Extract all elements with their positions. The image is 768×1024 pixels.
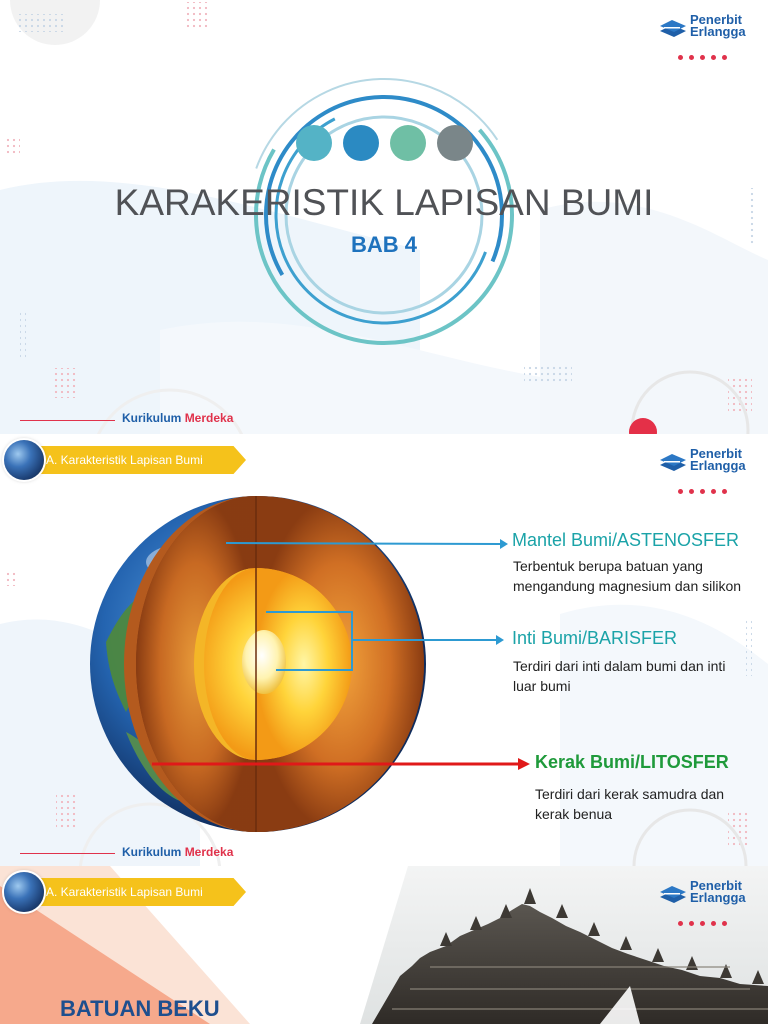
layer-desc-core: Terdiri dari inti dalam bumi dan inti lu… [513,658,726,694]
circle-gray [437,125,473,161]
slide-heading: BATUAN BEKU [60,996,220,1021]
publisher-dots [678,913,733,931]
slide-batuan-beku: A. Karakteristik Lapisan Bumi BATUAN BEK… [0,866,768,1024]
publisher-name-line1: Penerbit [690,12,743,27]
publisher-logo-icon [660,454,686,471]
footer-line [20,420,115,421]
publisher-logo-icon [660,20,686,37]
section-chip-label: A. Karakteristik Lapisan Bumi [46,453,203,467]
earth-badge-icon [4,440,44,480]
footer-line [20,853,115,854]
section-chip: A. Karakteristik Lapisan Bumi [38,446,246,474]
publisher-dots [678,47,733,65]
circle-green [390,125,426,161]
circle-teal [296,125,332,161]
publisher-logo: Penerbit Erlangga [658,879,746,931]
publisher-logo-icon [660,886,686,903]
publisher-dots [678,481,733,499]
layer-heading-crust: Kerak Bumi/LITOSFER [535,752,729,772]
chapter-label: BAB 4 [350,232,417,257]
circle-blue [343,125,379,161]
label-pointers [152,539,530,770]
slide-title-text: KARAKERISTIK LAPISAN BUMI [114,182,654,223]
background-decoration [0,866,768,1024]
footer-word-merdeka: Merdeka [184,845,234,859]
earth-badge-icon [4,872,44,912]
publisher-name-line1: Penerbit [690,878,743,893]
publisher-name-line2: Erlangga [690,890,746,905]
layer-desc-mantle: Terbentuk berupa batuan yang mengandung … [513,558,742,594]
footer-word-merdeka: Merdeka [184,411,234,425]
footer-brand: Kurikulum Merdeka [122,411,233,425]
publisher-logo: Penerbit Erlangga [658,447,746,499]
pointer-mantle [225,542,501,545]
publisher-name-line2: Erlangga [690,24,746,39]
layer-heading-mantle: Mantel Bumi/ASTENOSFER [512,530,740,550]
publisher-logo: Penerbit Erlangga [658,13,746,65]
layer-desc-crust: Terdiri dari kerak samudra dan kerak ben… [535,786,725,822]
pointer-core-bracket [266,611,353,671]
section-chip: A. Karakteristik Lapisan Bumi [38,878,246,906]
footer-brand: Kurikulum Merdeka [122,845,233,859]
background-decoration [0,0,768,434]
earth-cross-section-illustration [90,496,426,832]
concentric-rings-decoration [247,78,521,352]
slide-earth-layers: Mantel Bumi/ASTENOSFER Terbentuk berupa … [0,434,768,866]
slide-title: KARAKERISTIK LAPISAN BUMI BAB 4 Penerbit… [0,0,768,434]
temple-silhouette [372,904,768,1024]
publisher-name-line2: Erlangga [690,458,746,473]
footer-word-kurikulum: Kurikulum [122,411,182,425]
footer-word-kurikulum: Kurikulum [122,845,182,859]
layer-heading-core: Inti Bumi/BARISFER [512,628,678,648]
publisher-name-line1: Penerbit [690,446,743,461]
section-chip-label: A. Karakteristik Lapisan Bumi [46,885,203,899]
